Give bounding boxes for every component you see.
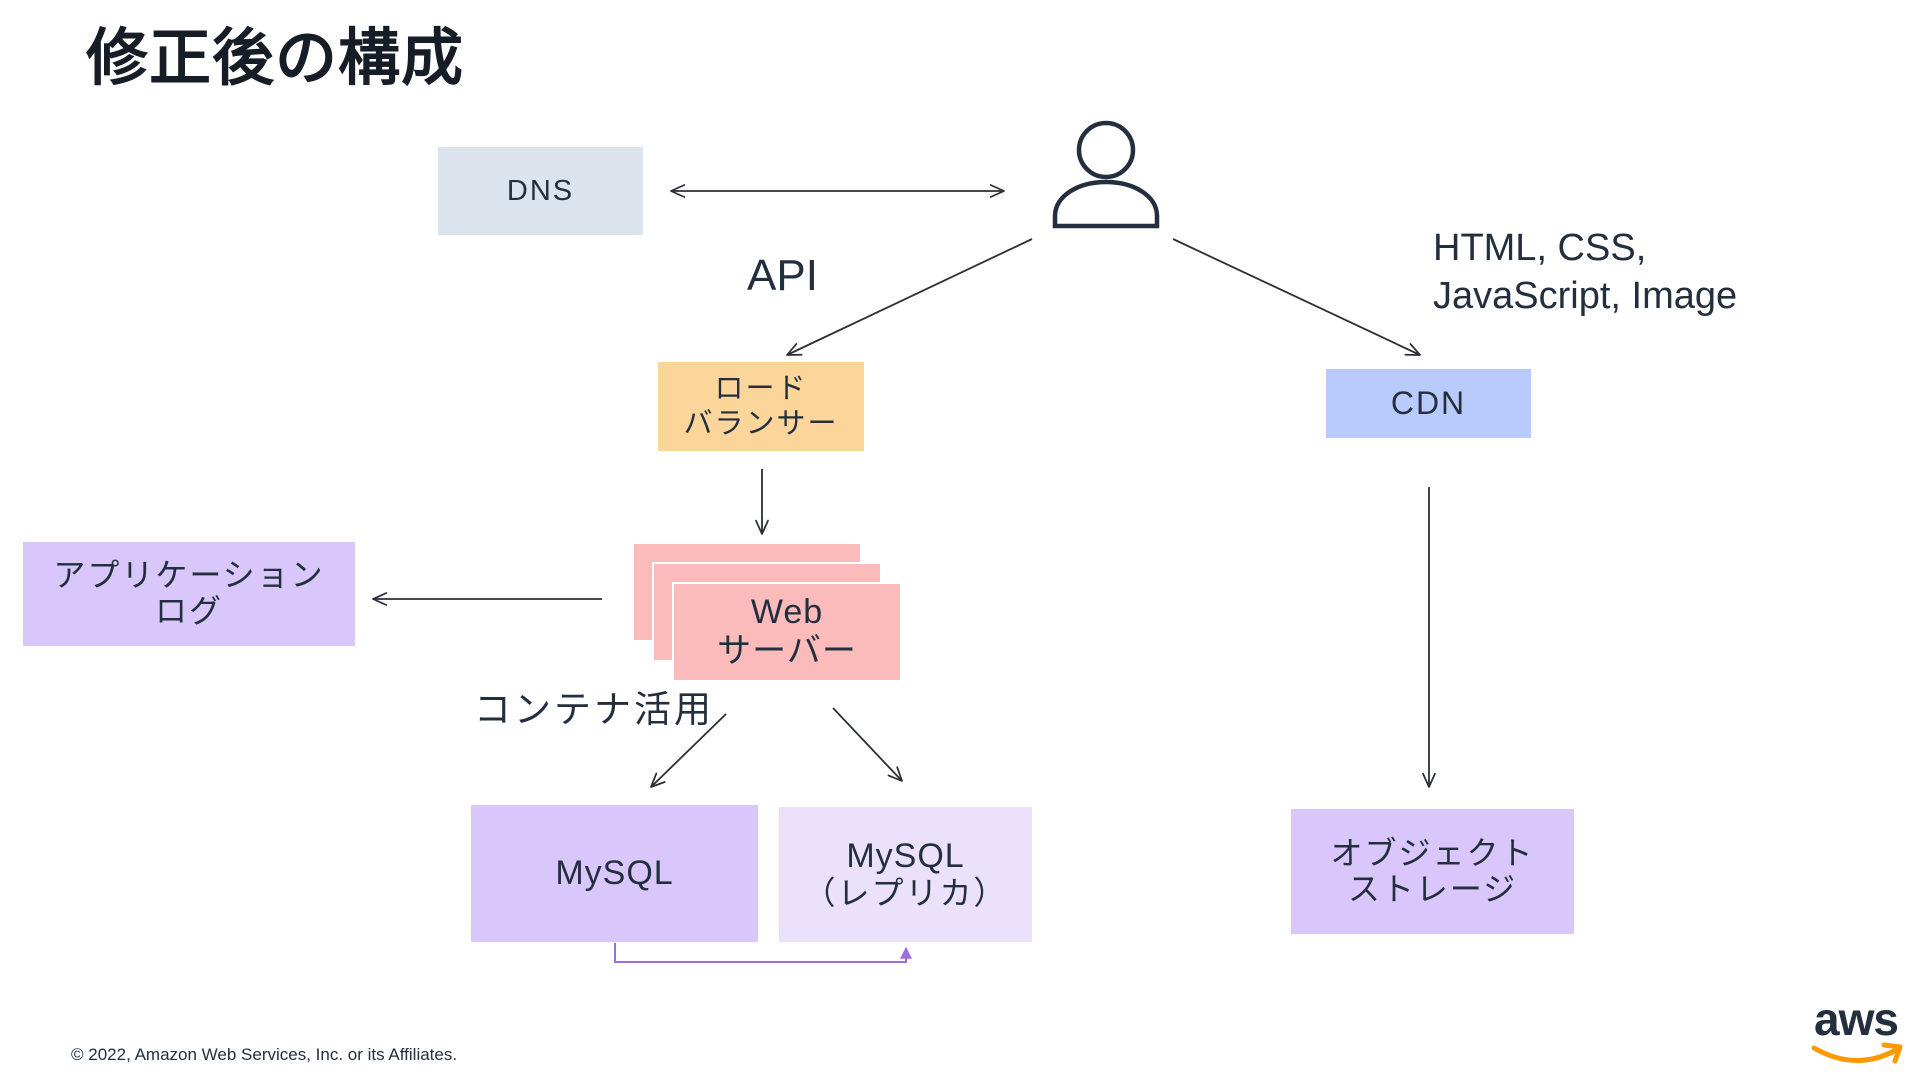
cdn-box: CDN [1326, 369, 1531, 438]
mysql-label: MySQL [555, 853, 674, 892]
mysql-replica-label-line-2: （レプリカ） [803, 875, 1008, 912]
cdn-label: CDN [1390, 384, 1467, 421]
load-balancer-label-line-1: ロード [714, 373, 808, 406]
aws-logo-text: aws [1814, 993, 1899, 1045]
web-server-label-line-1: Web [750, 592, 824, 631]
arrow-user-to-cdn [1172, 238, 1421, 356]
object-storage-box: オブジェクト ストレージ [1291, 809, 1574, 934]
user-icon [1052, 120, 1160, 229]
dns-label: DNS [506, 174, 575, 207]
aws-smile-tip [1881, 1042, 1903, 1064]
static-content-annotation: HTML, CSS, JavaScript, Image [1433, 224, 1737, 320]
application-log-label-line-2: ログ [154, 593, 223, 629]
aws-smile-icon [1811, 1042, 1903, 1064]
application-log-box: アプリケーション ログ [23, 542, 355, 646]
mysql-replica-label-line-1: MySQL [846, 837, 965, 876]
dns-box: DNS [438, 147, 643, 235]
arrow-user-to-load-balancer [786, 238, 1033, 356]
api-annotation: API [747, 251, 818, 300]
replication-connector [614, 943, 912, 963]
mysql-box: MySQL [471, 805, 758, 942]
aws-smile-curve [1811, 1045, 1899, 1063]
load-balancer-box: ロード バランサー [658, 362, 864, 451]
arrow-web-to-mysql [650, 713, 727, 788]
container-annotation: コンテナ活用 [474, 689, 714, 730]
static-content-line-2: JavaScript, Image [1433, 275, 1738, 317]
copyright-footer: © 2022, Amazon Web Services, Inc. or its… [71, 1045, 458, 1064]
load-balancer-label-line-2: バランサー [683, 407, 839, 440]
mysql-replica-box: MySQL （レプリカ） [779, 807, 1032, 942]
object-storage-label-line-2: ストレージ [1347, 870, 1518, 907]
application-log-label-line-1: アプリケーション [53, 557, 325, 594]
object-storage-label-line-1: オブジェクト [1330, 834, 1535, 871]
page-title: 修正後の構成 [86, 24, 465, 93]
arrow-web-to-mysql-replica [832, 707, 903, 782]
web-server-label-line-2: サーバー [717, 632, 857, 670]
static-content-line-1: HTML, CSS, [1433, 227, 1647, 269]
web-server-card-front: Web サーバー [672, 582, 902, 682]
